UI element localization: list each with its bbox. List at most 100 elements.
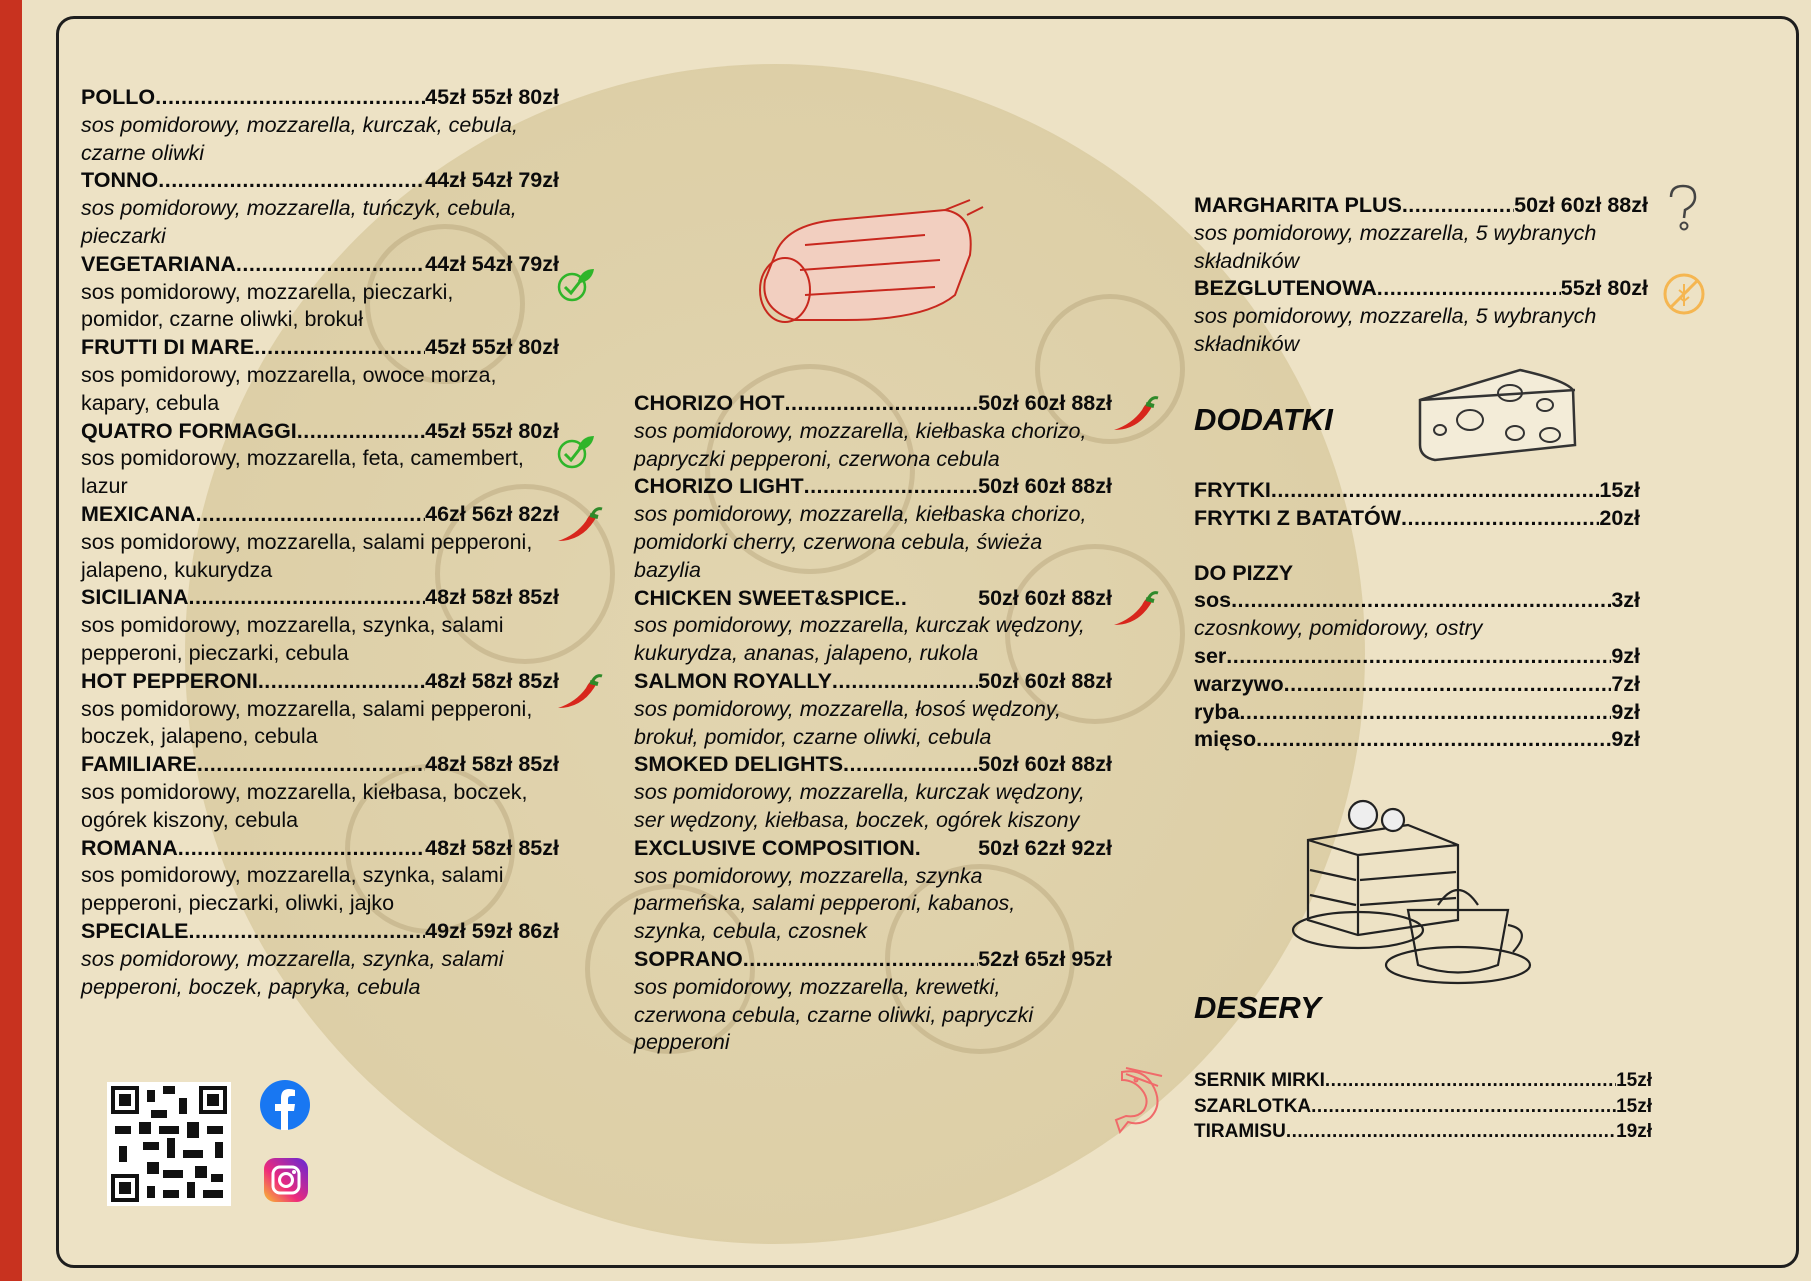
menu-item-prices: 44zł 54zł 79zł xyxy=(425,168,559,193)
menu-item-name: MEXICANA xyxy=(81,501,196,526)
menu-item-ingredients: sos pomidorowy, mozzarella, kiełbaska ch… xyxy=(634,418,1087,471)
sauce-options: czosnkowy, pomidorowy, ostry xyxy=(1194,616,1483,641)
chili-pepper-icon xyxy=(556,673,606,720)
dot-leader: ........................................… xyxy=(843,752,978,777)
dot-leader: ........................................… xyxy=(296,418,426,443)
menu-item-name: TIRAMISU xyxy=(1194,1121,1286,1142)
menu-item-prices: 46zł 56zł 82zł xyxy=(425,501,559,526)
extra-topping-item: ser.....................................… xyxy=(1194,643,1640,671)
menu-item-prices: 45zł 55zł 80zł xyxy=(425,335,559,360)
instagram-icon[interactable] xyxy=(264,1158,308,1202)
dessert-item: TIRAMISU................................… xyxy=(1194,1119,1652,1145)
menu-item-prices: 50zł 60zł 88zł xyxy=(978,391,1112,415)
menu-item-prices: 48zł 58zł 85zł xyxy=(425,585,559,610)
menu-item-ingredients: sos pomidorowy, mozzarella, kiełbasa, bo… xyxy=(81,779,528,832)
vegetarian-leaf-check-icon xyxy=(556,434,596,478)
dot-leader: .. xyxy=(894,585,908,610)
menu-item-header: CHORIZO LIGHT...........................… xyxy=(634,473,1112,501)
menu-item-name: HOT PEPPERONI xyxy=(81,668,258,693)
menu-item-header: SMOKED DELIGHTS.........................… xyxy=(634,751,1112,779)
qr-code[interactable] xyxy=(107,1082,231,1206)
menu-item-ingredients: sos pomidorowy, mozzarella, salami peppe… xyxy=(81,529,533,582)
dot-leader: ........................................… xyxy=(155,85,425,109)
menu-item-name: SOPRANO xyxy=(634,946,743,971)
menu-item-ingredients: sos pomidorowy, mozzarella, salami peppe… xyxy=(81,696,533,749)
menu-item-header: MEXICANA................................… xyxy=(81,501,559,529)
menu-item-prices: 45zł 55zł 80zł xyxy=(425,85,559,109)
dot-leader: ........................................… xyxy=(1270,478,1600,502)
menu-item-ingredients: sos pomidorowy, mozzarella, owoce morza,… xyxy=(81,362,497,415)
menu-item-name: warzywo xyxy=(1194,671,1284,696)
menu-item-name: SALMON ROYALLY xyxy=(634,668,832,693)
menu-item-name: CHORIZO HOT xyxy=(634,391,785,415)
menu-item-name: SZARLOTKA xyxy=(1194,1095,1312,1117)
menu-item-ingredients: sos pomidorowy, mozzarella, łosoś wędzon… xyxy=(634,696,1061,749)
extra-topping-item: warzywo.................................… xyxy=(1194,671,1640,699)
menu-item: SPECIALE................................… xyxy=(81,918,559,1001)
pizza-list-middle: CHORIZO HOT.............................… xyxy=(634,390,1163,1134)
menu-item-prices: 44zł 54zł 79zł xyxy=(425,251,559,276)
menu-item-header: EXCLUSIVE COMPOSITION.50zł 62zł 92zł xyxy=(634,835,1112,863)
menu-item-prices: 45zł 55zł 80zł xyxy=(425,418,559,443)
menu-item: SICILIANA...............................… xyxy=(81,584,559,667)
menu-item-name: ROMANA xyxy=(81,835,178,860)
menu-item-name: mięso xyxy=(1194,727,1257,752)
menu-item-name: SICILIANA xyxy=(81,585,189,610)
menu-item: VEGETARIANA.............................… xyxy=(81,251,594,334)
dessert-item: SZARLOTKA...............................… xyxy=(1194,1094,1652,1120)
menu-item-price: 15zł xyxy=(1616,1070,1652,1091)
dot-leader: ........................................… xyxy=(257,668,426,693)
menu-item: SALMON ROYALLY..........................… xyxy=(634,668,1112,751)
dot-leader: ........................................… xyxy=(158,168,425,193)
menu-item-name: FRYTKI xyxy=(1194,478,1271,502)
dodatki-list: FRYTKI..................................… xyxy=(1194,477,1640,754)
menu-item: POLLO...................................… xyxy=(81,84,559,167)
menu-item-name: MARGHARITA PLUS xyxy=(1194,193,1402,217)
dot-leader: ........................................… xyxy=(1401,193,1514,217)
menu-item-name: SERNIK MIRKI xyxy=(1194,1070,1325,1091)
menu-item-prices: 55zł 80zł xyxy=(1560,276,1648,301)
dot-leader: ........................................… xyxy=(831,668,978,693)
menu-item-ingredients: sos pomidorowy, mozzarella, krewetki, cz… xyxy=(634,974,1034,1055)
menu-item-name: ser xyxy=(1194,643,1227,668)
menu-item-ingredients: sos pomidorowy, mozzarella, kurczak wędz… xyxy=(634,613,1085,666)
menu-item-prices: 50zł 62zł 92zł xyxy=(978,835,1112,860)
menu-item-name: SPECIALE xyxy=(81,918,189,943)
dot-leader: . xyxy=(914,835,922,860)
menu-item-name: CHORIZO LIGHT xyxy=(634,474,804,499)
menu-item-prices: 50zł 60zł 88zł xyxy=(1514,193,1648,217)
chili-pepper-icon xyxy=(1112,396,1162,442)
menu-item-header: SPECIALE................................… xyxy=(81,918,559,946)
menu-item-price: 9zł xyxy=(1611,699,1640,724)
dot-leader: ........................................… xyxy=(254,335,425,360)
menu-item-price: 3zł xyxy=(1611,588,1640,613)
menu-item-header: HOT PEPPERONI...........................… xyxy=(81,668,559,696)
menu-item: TONNO...................................… xyxy=(81,167,559,250)
menu-item-prices: 49zł 59zł 86zł xyxy=(425,918,559,943)
menu-item-name: CHICKEN SWEET&SPICE xyxy=(634,585,895,610)
dot-leader: ........................................… xyxy=(1324,1070,1616,1091)
menu-item-price: 20zł xyxy=(1599,505,1640,530)
menu-item-ingredients: sos pomidorowy, mozzarella, 5 wybranych … xyxy=(1194,220,1597,273)
facebook-icon[interactable] xyxy=(259,1079,311,1131)
menu-item: HOT PEPPERONI...........................… xyxy=(81,668,603,751)
menu-item-ingredients: sos pomidorowy, mozzarella, pieczarki, p… xyxy=(81,279,454,332)
addon-item: FRYTKI..................................… xyxy=(1194,477,1640,505)
cheese-illustration xyxy=(1418,368,1577,462)
dot-leader: ........................................… xyxy=(1285,1121,1616,1142)
menu-item-header: VEGETARIANA.............................… xyxy=(81,251,559,279)
desery-list: SERNIK MIRKI............................… xyxy=(1194,1068,1652,1145)
menu-item-header: SOPRANO.................................… xyxy=(634,946,1112,974)
menu-item-name: FAMILIARE xyxy=(81,752,197,777)
pizza-list-left: POLLO...................................… xyxy=(81,84,603,1001)
sauce-item: sos.....................................… xyxy=(1194,587,1640,615)
menu-item-header: QUATRO FORMAGGI.........................… xyxy=(81,418,559,446)
menu-item: FAMILIARE...............................… xyxy=(81,751,559,834)
menu-item-name: VEGETARIANA xyxy=(81,251,236,276)
menu-item-price: 9zł xyxy=(1611,643,1640,668)
menu-item-price: 19zł xyxy=(1616,1121,1652,1142)
menu-item-header: SALMON ROYALLY..........................… xyxy=(634,668,1112,696)
menu-item-header: CHICKEN SWEET&SPICE..50zł 60zł 88zł xyxy=(634,585,1112,613)
dot-leader: ........................................… xyxy=(1239,699,1611,724)
